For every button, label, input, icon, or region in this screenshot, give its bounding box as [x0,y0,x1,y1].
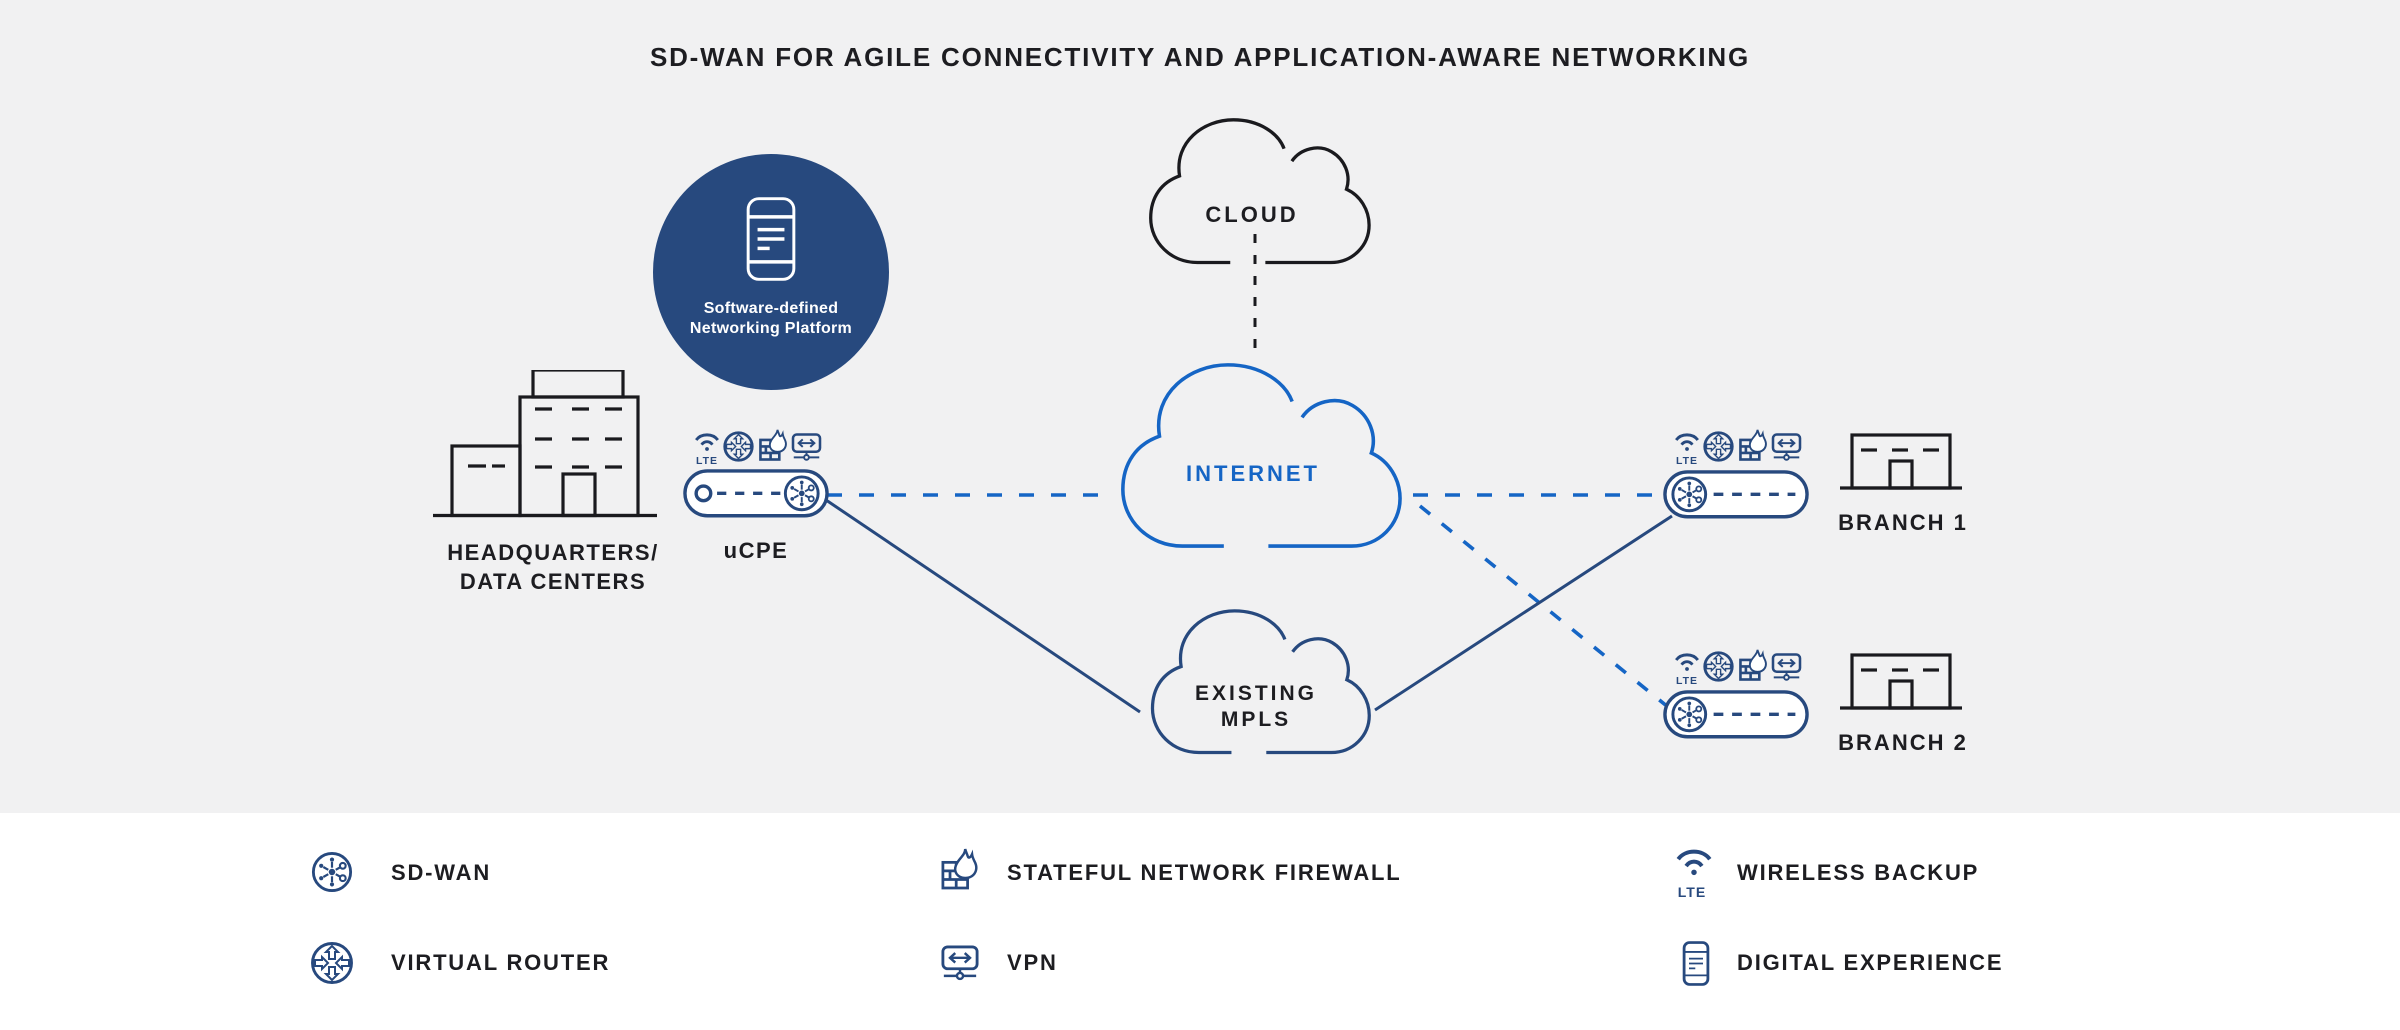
page-title: SD-WAN FOR AGILE CONNECTIVITY AND APPLIC… [649,42,1751,72]
vpn-icon [1771,653,1802,682]
headquarters-label: HEADQUARTERS/ DATA CENTERS [447,538,658,596]
mpls-label-line2: MPLS [1220,708,1292,731]
wireless-backup-icon [1675,846,1713,876]
branch1-device [1665,472,1807,517]
connection-ucpe-mpls-solid [825,498,1141,714]
diagram-background [0,0,2400,813]
wireless-backup-icon [694,433,720,452]
hq-label-line2: DATA CENTERS [459,569,647,594]
firewall-icon [759,429,788,461]
sdwan-icon [311,851,353,893]
platform-circle [653,154,889,390]
branch2-device [1665,692,1807,737]
lte-label: LTE [696,455,718,467]
branch1-label: BRANCH 1 [1838,510,1968,535]
legend-label-vpn: VPN [1007,950,1058,975]
legend-label-sdwan: SD-WAN [391,860,492,885]
virtual-router-icon [1703,651,1734,682]
connection-internet-branch2-dashed [1418,504,1670,709]
legend-label-firewall: STATEFUL NETWORK FIREWALL [1007,860,1402,885]
lte-label: LTE [1676,455,1698,467]
cloud-shape [1149,118,1371,265]
firewall-icon [941,848,978,890]
mpls-label-line1: EXISTING [1194,682,1318,705]
vpn-icon [941,945,979,981]
hq-label-line1: HEADQUARTERS/ [447,540,659,565]
firewall-icon [1739,429,1768,461]
wireless-backup-icon [1674,653,1700,672]
vpn-icon [1771,433,1802,462]
virtual-router-icon [1703,431,1734,462]
legend-label-digital-experience: DIGITAL EXPERIENCE [1737,950,2004,975]
legend-label-virtual-router: VIRTUAL ROUTER [391,950,611,975]
branch2-label: BRANCH 2 [1838,730,1968,755]
internet-cloud-shape [1121,363,1402,548]
digital-experience-icon [1682,941,1710,986]
wireless-backup-icon [1674,433,1700,452]
virtual-router-icon [723,431,754,462]
legend-label-wireless-backup: WIRELESS BACKUP [1737,860,1980,885]
vpn-icon [791,433,822,462]
cloud-label: CLOUD [1205,202,1299,227]
virtual-router-icon [311,942,353,984]
branch2-building-icon [1840,653,1962,710]
platform-label: Software-defined Networking Platform [690,299,852,339]
ucpe-device [685,471,827,516]
lte-label: LTE [1677,884,1707,900]
lte-label: LTE [1676,675,1698,687]
internet-label: INTERNET [1186,461,1320,486]
platform-label-line2: Networking Platform [689,320,853,337]
ucpe-label: uCPE [723,538,789,563]
headquarters-building-icon [433,370,657,518]
branch1-building-icon [1840,433,1962,490]
platform-label-line1: Software-defined [703,300,839,317]
connection-mpls-branch1-solid [1374,514,1673,712]
mpls-label: EXISTING MPLS [1195,681,1317,733]
firewall-icon [1739,649,1768,681]
